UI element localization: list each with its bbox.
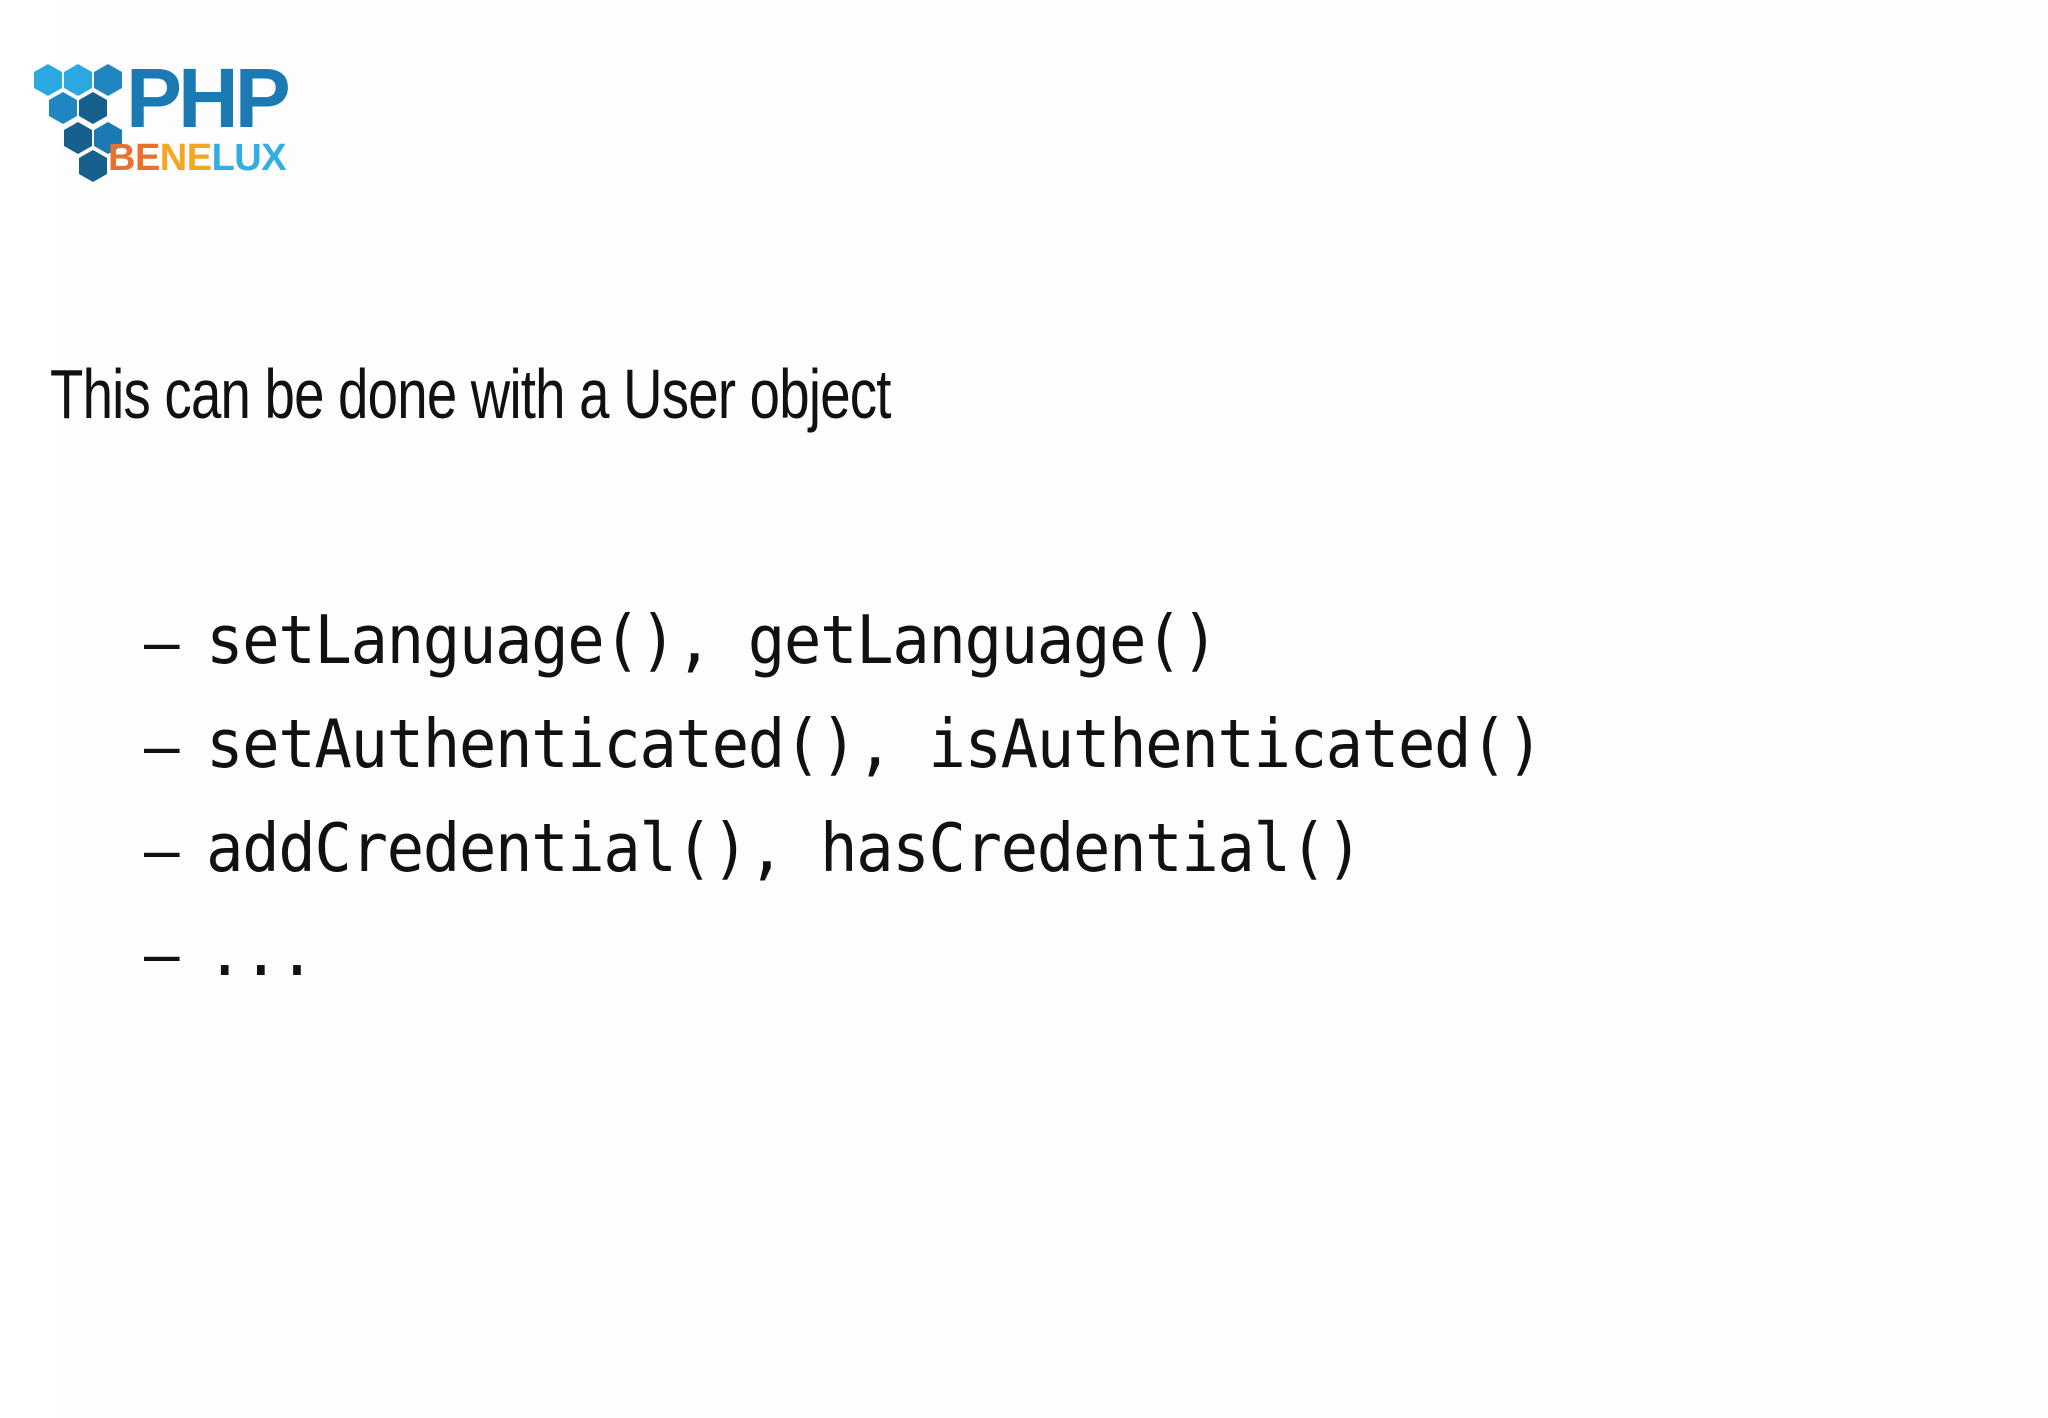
- list-item: – addCredential(), hasCredential(): [144, 796, 1643, 900]
- list-item: – setLanguage(), getLanguage(): [144, 588, 1643, 692]
- hexagon-shape: [34, 64, 62, 96]
- hexagon-shape: [79, 150, 107, 182]
- list-item: – setAuthenticated(), isAuthenticated(): [144, 692, 1643, 796]
- list-item: – ...: [144, 900, 1643, 1004]
- hexagon-shape: [94, 122, 122, 154]
- hexagon-shape: [64, 122, 92, 154]
- hexagon-shape: [94, 64, 122, 96]
- hexagon-cluster-icon: [34, 64, 122, 182]
- bullet-dash: –: [144, 709, 180, 781]
- logo-subtitle-lux: LUX: [211, 137, 287, 179]
- bullet-dash: –: [144, 917, 180, 989]
- logo-wordmark: PHP: [126, 51, 291, 145]
- php-benelux-logo: PHP BENELUX: [28, 56, 318, 182]
- bullet-list: – setLanguage(), getLanguage() – setAuth…: [144, 588, 1643, 1004]
- hexagon-shape: [64, 64, 92, 96]
- logo-subtitle: BENELUX: [108, 137, 287, 179]
- hexagon-shape: [79, 92, 107, 124]
- bullet-text: setLanguage(), getLanguage(): [206, 601, 1219, 679]
- slide-panel: [58, 0, 2048, 1418]
- bullet-text: addCredential(), hasCredential(): [206, 809, 1363, 887]
- bullet-text: setAuthenticated(), isAuthenticated(): [206, 705, 1544, 783]
- logo-subtitle-be: BE: [108, 137, 160, 179]
- slide-title: This can be done with a User object: [50, 355, 891, 433]
- bullet-text: ...: [206, 913, 316, 991]
- bullet-dash: –: [144, 813, 180, 885]
- hexagon-shape: [49, 92, 77, 124]
- bullet-dash: –: [144, 605, 180, 677]
- logo-subtitle-ne: NE: [159, 137, 212, 179]
